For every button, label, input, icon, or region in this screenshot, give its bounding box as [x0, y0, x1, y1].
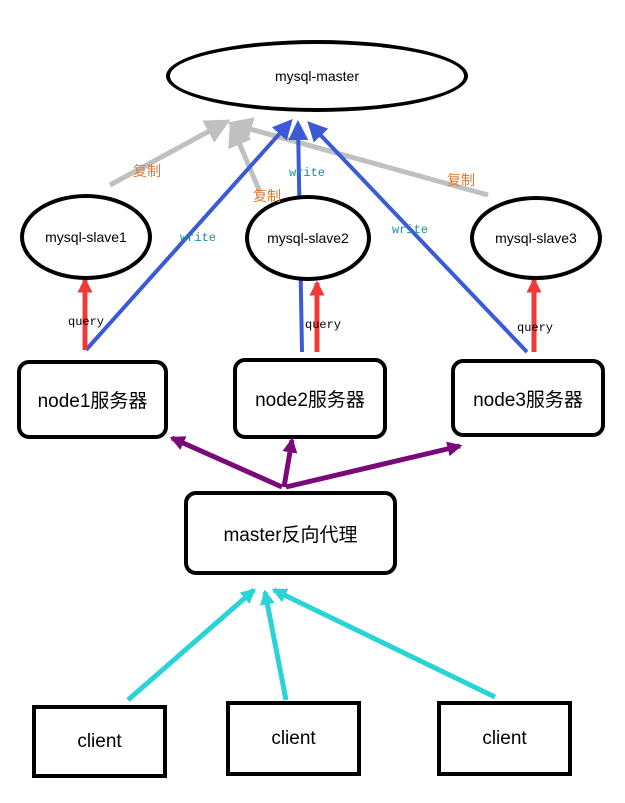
- client-arrow-3: [271, 587, 497, 700]
- mysql-slave1-node: mysql-slave1: [20, 194, 152, 280]
- proxy-arrow-node2: [281, 437, 298, 488]
- node1-server-label: node1服务器: [37, 391, 148, 412]
- mysql-slave3-node: mysql-slave3: [470, 196, 602, 280]
- client-label-2: client: [271, 727, 316, 749]
- master-reverse-proxy: master反向代理: [184, 491, 397, 575]
- client-label-1: client: [77, 730, 122, 752]
- node2-server: node2服务器: [233, 358, 387, 439]
- copy-arrow-slave1: [108, 119, 231, 188]
- proxy-arrow-node1: [169, 435, 284, 490]
- client-box-2: client: [226, 701, 361, 776]
- mysql-slave3-label: mysql-slave3: [495, 230, 577, 246]
- node3-server-label: node3服务器: [473, 389, 583, 411]
- node3-server: node3服务器: [451, 359, 605, 437]
- mysql-master-node: mysql-master: [166, 40, 468, 112]
- master-reverse-proxy-label: master反向代理: [223, 524, 358, 546]
- mysql-master-label: mysql-master: [274, 68, 359, 84]
- client-arrow-2: [260, 589, 289, 701]
- copy-label-slave1: 复制: [133, 163, 161, 179]
- client-box-1: client: [32, 705, 167, 778]
- write-label-node3: write: [392, 223, 429, 237]
- node1-server: node1服务器: [17, 360, 168, 439]
- mysql-slave1-label: mysql-slave1: [45, 229, 127, 245]
- query-label-node2: query: [305, 318, 342, 332]
- mysql-slave2-label: mysql-slave2: [267, 230, 349, 246]
- write-label-node1: write: [180, 231, 217, 245]
- copy-label-slave2: 复制: [253, 188, 281, 204]
- client-box-3: client: [437, 701, 572, 776]
- query-label-node1: query: [68, 315, 105, 329]
- client-label-3: client: [482, 727, 527, 749]
- client-arrow-1: [126, 588, 256, 702]
- query-label-node3: query: [517, 321, 554, 335]
- copy-label-slave3: 复制: [447, 172, 475, 188]
- proxy-arrow-node3: [285, 441, 463, 490]
- write-arrow-node3: [307, 121, 529, 354]
- mysql-slave2-node: mysql-slave2: [245, 195, 371, 281]
- node2-server-label: node2服务器: [255, 390, 365, 411]
- write-label-node2: write: [289, 166, 326, 180]
- write-arrow-node1: [84, 119, 293, 352]
